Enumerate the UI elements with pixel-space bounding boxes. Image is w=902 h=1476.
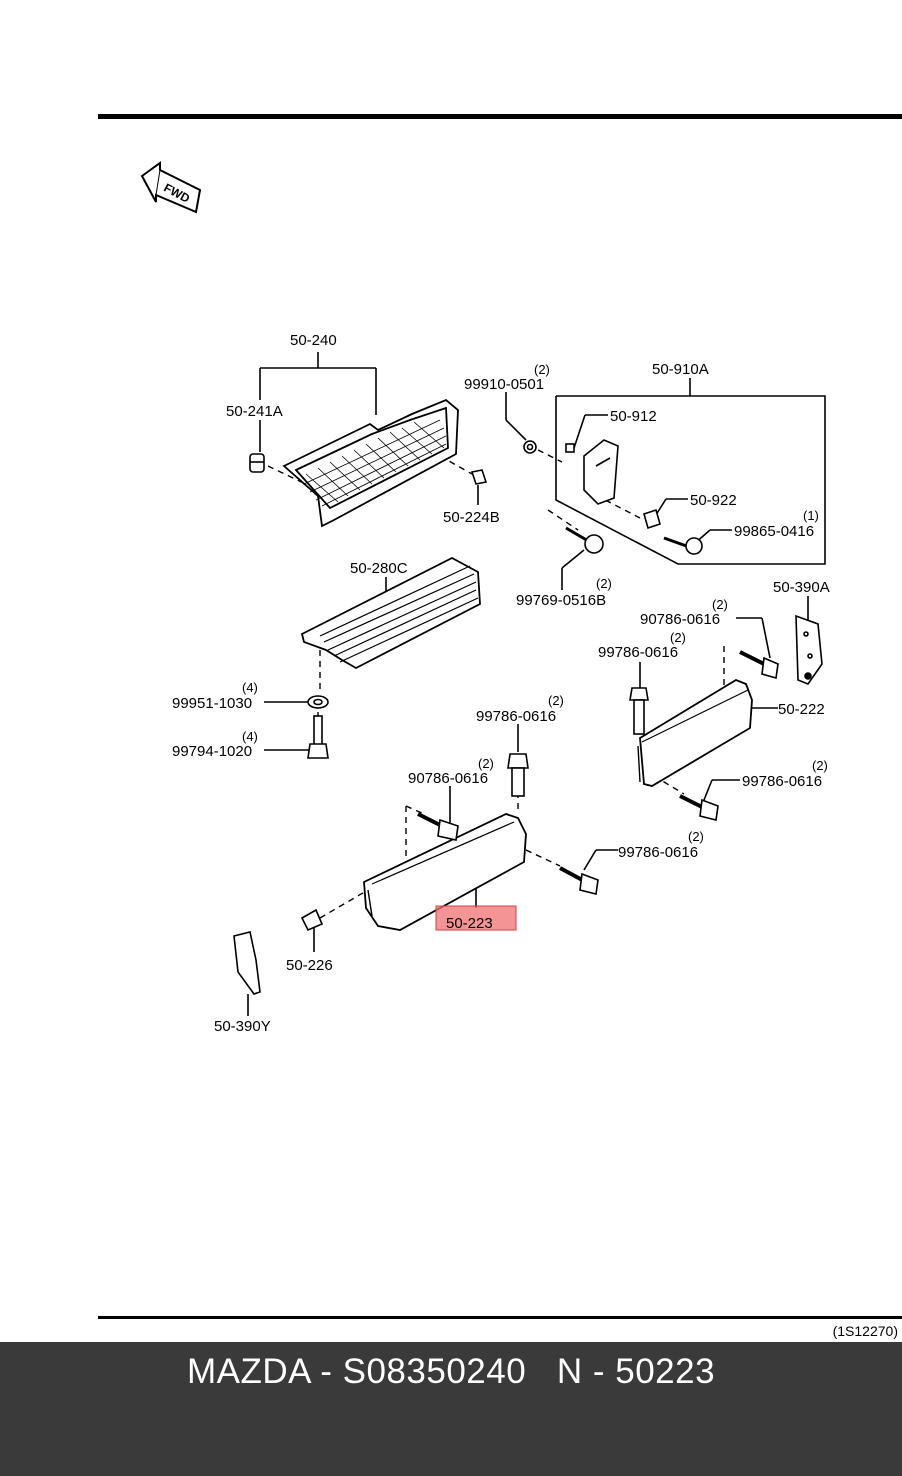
fwd-arrow-icon: FWD — [140, 161, 202, 214]
parts-diagram: FWD — [140, 161, 830, 1035]
part-label-50-922: 50-922 — [690, 492, 737, 509]
bolt-part-99786-0616-center — [507, 753, 529, 797]
highlight-box-50-223 — [435, 905, 517, 931]
part-label-99794-1020: 99794-1020 — [172, 743, 252, 760]
step-rail-part-50-280c — [300, 556, 481, 670]
bracket-part-50-390y — [233, 931, 261, 995]
step-part-50-222 — [637, 678, 753, 787]
part-labels: 50-240 50-241A 99910-0501 (2) 50-910A 50… — [172, 332, 830, 1035]
qty-label-99769-0516b: (2) — [596, 576, 612, 591]
bolt-part-99786-0616-lower — [559, 866, 599, 895]
part-label-90786-0616-right: 90786-0616 — [640, 611, 720, 628]
part-label-50-241a: 50-241A — [226, 403, 283, 420]
part-label-50-390a: 50-390A — [773, 579, 830, 596]
basket-part-50-240 — [282, 398, 459, 528]
bolt-part-90786-0616-left — [417, 812, 459, 841]
bolt-part-99794-1020 — [307, 715, 329, 759]
bolt-part-99786-0616-right-upper — [629, 687, 649, 735]
qty-label-99786-0616-right-upper: (2) — [670, 630, 686, 645]
qty-label-90786-0616-right: (2) — [712, 597, 728, 612]
part-label-50-222: 50-222 — [778, 701, 825, 718]
part-label-99786-0616-center: 99786-0616 — [476, 708, 556, 725]
bolt-part-99786-0616-right-lower — [679, 794, 719, 821]
part-label-90786-0616-left: 90786-0616 — [408, 770, 488, 787]
part-label-50-910a: 50-910A — [652, 361, 709, 378]
qty-label-99794-1020: (4) — [242, 729, 258, 744]
part-label-99786-0616-lower: 99786-0616 — [618, 844, 698, 861]
step-part-50-223 — [363, 813, 527, 931]
part-label-99865-0416: 99865-0416 — [734, 523, 814, 540]
part-label-50-390y: 50-390Y — [214, 1018, 271, 1035]
part-label-50-240: 50-240 — [290, 332, 337, 349]
footer-bar — [0, 1342, 902, 1476]
bottom-rule — [98, 1316, 902, 1319]
part-label-50-226: 50-226 — [286, 957, 333, 974]
clip-part-50-241a — [249, 453, 265, 473]
part-label-50-912: 50-912 — [610, 408, 657, 425]
qty-label-99910-0501: (2) — [534, 362, 550, 377]
part-label-99910-0501: 99910-0501 — [464, 376, 544, 393]
part-label-99951-1030: 99951-1030 — [172, 695, 252, 712]
qty-label-99786-0616-right-lower: (2) — [812, 758, 828, 773]
part-label-50-223: 50-223 — [446, 915, 493, 932]
qty-label-99951-1030: (4) — [242, 680, 258, 695]
washer-part-99951-1030 — [307, 695, 329, 709]
bolt-part-90786-0616-right — [739, 650, 779, 680]
qty-label-90786-0616-left: (2) — [478, 756, 494, 771]
top-rule — [98, 114, 902, 119]
part-label-50-224b: 50-224B — [443, 509, 500, 526]
fastener-part-50-226 — [300, 908, 324, 932]
fastener-part-99910-0501 — [523, 440, 537, 454]
part-label-99769-0516b: 99769-0516B — [516, 592, 606, 609]
diagram-reference-code: (1S12270) — [832, 1323, 898, 1339]
fastener-part-50-224b — [470, 469, 488, 485]
footer-part-number: MAZDA - S08350240 N - 50223 — [186, 1352, 716, 1391]
bracket-part-50-910a — [565, 439, 703, 555]
part-label-99786-0616-right-lower: 99786-0616 — [742, 773, 822, 790]
qty-label-99865-0416: (1) — [803, 508, 819, 523]
part-label-99786-0616-right-upper: 99786-0616 — [598, 644, 678, 661]
part-label-50-280c: 50-280C — [350, 560, 408, 577]
qty-label-99786-0616-lower: (2) — [688, 829, 704, 844]
bracket-part-50-390a — [795, 614, 823, 685]
leader-lines — [247, 352, 826, 1016]
qty-label-99786-0616-center: (2) — [548, 693, 564, 708]
